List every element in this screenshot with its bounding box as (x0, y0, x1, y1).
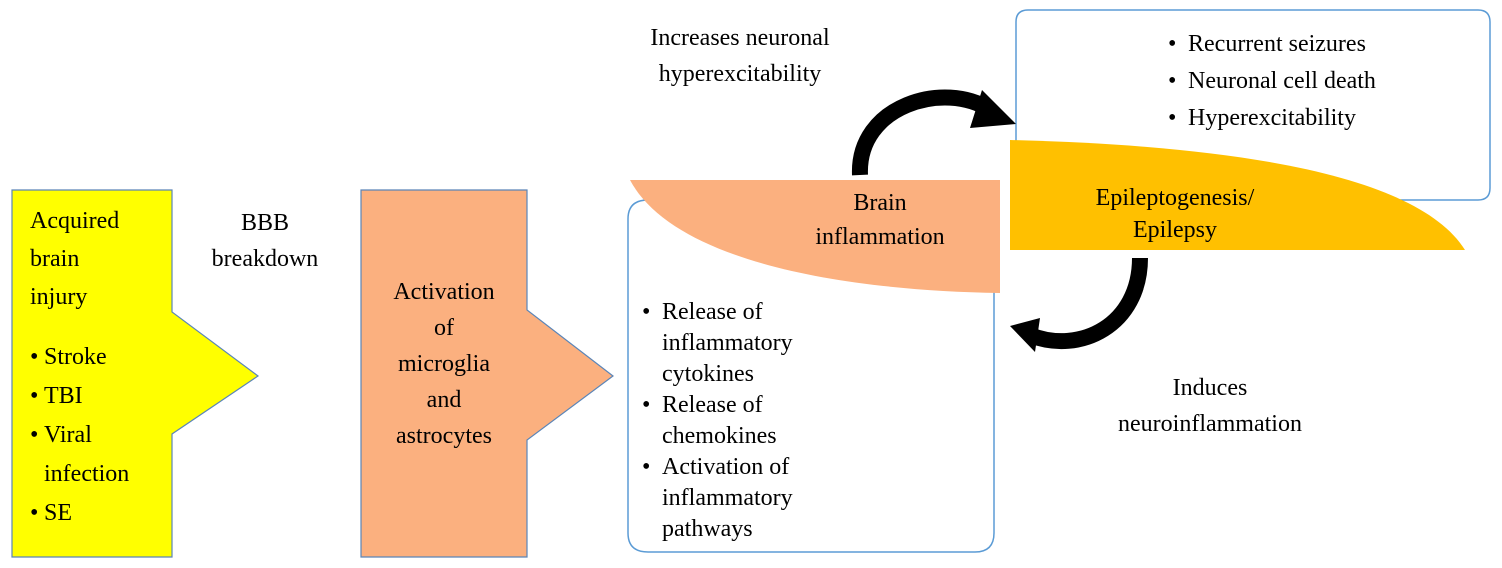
top-cycle-label-line: hyperexcitability (658, 61, 822, 87)
inflammation-item-line: cytokines (662, 361, 754, 387)
bottom-cycle-label: Induces neuroinflammation (1085, 370, 1335, 442)
activation-label-line: and (426, 387, 462, 413)
outcome-item: Neuronal cell death (1168, 63, 1376, 100)
outcome-item-text: Recurrent seizures (1188, 31, 1366, 57)
inflammation-list: Release of inflammatory cytokines Releas… (640, 297, 870, 545)
cycle-arrow-bottom (1027, 257, 1148, 350)
activation-arrow-shape (360, 189, 614, 558)
injury-title-line: injury (30, 284, 88, 310)
inflammation-item-line: chemokines (662, 423, 777, 449)
inflammation-item: Release of inflammatory cytokines (640, 297, 870, 390)
outcome-item-text: Hyperexcitability (1188, 105, 1356, 131)
activation-label-line: Activation (393, 279, 495, 305)
bbb-label-line: breakdown (211, 246, 319, 272)
activation-label: Activation of microglia and astrocytes (361, 274, 527, 454)
injury-item-text: TBI (44, 383, 83, 409)
injury-title: Acquired brain injury (30, 202, 119, 316)
injury-item-text: Stroke (44, 344, 107, 370)
injury-item-text: infection (44, 461, 130, 487)
top-cycle-label: Increases neuronal hyperexcitability (605, 20, 875, 92)
inflammation-item-line: inflammatory (662, 330, 793, 356)
brain-inflammation-line: Brain (853, 190, 907, 216)
injury-item: TBI (30, 377, 129, 416)
injury-title-line: brain (30, 246, 80, 272)
inflammation-item-line: Release of (662, 299, 763, 325)
injury-arrow-shape (11, 189, 260, 558)
brain-inflammation-title: Brain inflammation (790, 186, 970, 254)
cycle-arrow-top-head (970, 90, 1016, 128)
injury-title-line: Acquired (30, 208, 120, 234)
bbb-label: BBB breakdown (190, 205, 340, 277)
inflammation-item-line: Activation of (662, 454, 790, 480)
inflammation-item-line: Release of (662, 392, 763, 418)
bottom-cycle-label-line: neuroinflammation (1118, 411, 1302, 437)
brain-inflammation-shape (630, 180, 1000, 293)
inflammation-item: Activation of inflammatory pathways (640, 452, 870, 545)
inflammation-item: Release of chemokines (640, 390, 870, 452)
inflammation-item-line: pathways (662, 516, 753, 542)
outcome-item: Hyperexcitability (1168, 100, 1376, 137)
epilepsy-shape (1010, 140, 1465, 250)
injury-item-text: SE (44, 500, 73, 526)
activation-label-line: microglia (398, 351, 490, 377)
cycle-arrow-top (851, 89, 995, 176)
injury-item: Stroke (30, 338, 129, 377)
activation-label-line: of (434, 315, 454, 341)
outcome-list: Recurrent seizures Neuronal cell death H… (1168, 26, 1376, 137)
activation-label-line: astrocytes (396, 423, 492, 449)
outcome-item-text: Neuronal cell death (1188, 68, 1376, 94)
epilepsy-label: Epileptogenesis/ Epilepsy (1050, 182, 1300, 246)
inflammation-item-line: inflammatory (662, 485, 793, 511)
injury-item: Viral (30, 416, 129, 455)
injury-item-continuation: infection (30, 455, 129, 494)
bbb-label-line: BBB (240, 210, 290, 236)
top-cycle-label-line: Increases neuronal (650, 25, 830, 51)
cycle-arrow-bottom-head (1010, 318, 1040, 352)
brain-inflammation-line: inflammation (815, 224, 945, 250)
epilepsy-label-line: Epilepsy (1133, 217, 1217, 243)
epilepsy-label-line: Epileptogenesis/ (1095, 185, 1255, 211)
injury-item-text: Viral (44, 422, 92, 448)
bottom-cycle-label-line: Induces (1172, 375, 1248, 401)
injury-list: Stroke TBI Viral infection SE (30, 338, 129, 533)
outcome-item: Recurrent seizures (1168, 26, 1376, 63)
injury-item: SE (30, 494, 129, 533)
